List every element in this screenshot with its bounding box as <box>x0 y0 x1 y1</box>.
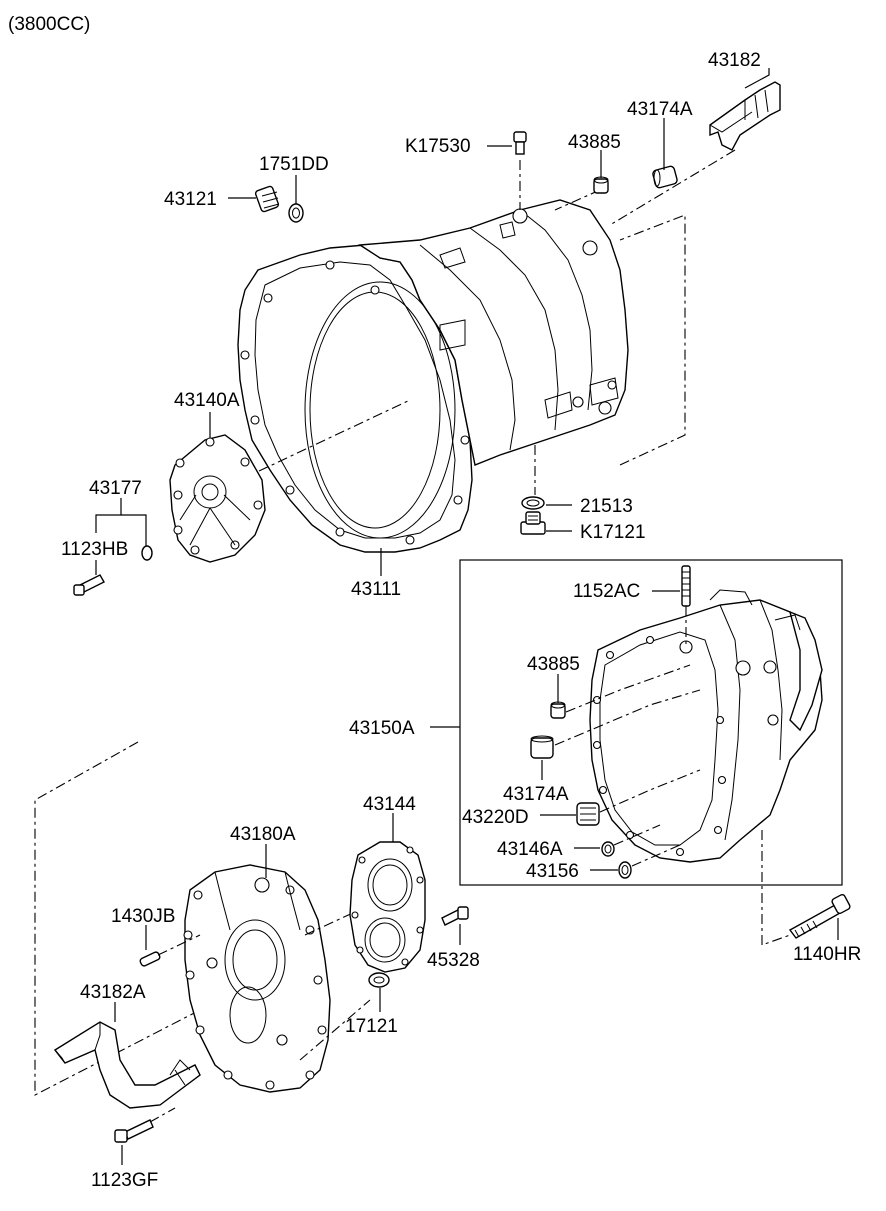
adapter-housing-43180A <box>183 864 331 1093</box>
gasket-43144 <box>349 841 426 973</box>
label-43146A: 43146A <box>497 839 563 860</box>
label-43140A: 43140A <box>174 390 240 411</box>
label-43220D: 43220D <box>462 807 529 828</box>
bracket-43182 <box>709 81 781 151</box>
label-43150A: 43150A <box>349 718 415 739</box>
label-43180A: 43180A <box>230 824 296 845</box>
label-K17530: K17530 <box>405 136 471 157</box>
label-1123GF: 1123GF <box>91 1170 158 1191</box>
leader-lines <box>95 68 839 1165</box>
label-43156: 43156 <box>526 861 579 882</box>
bushing-43885-top <box>593 176 609 194</box>
washer-43177 <box>141 545 153 561</box>
label-43177: 43177 <box>89 478 142 499</box>
bearing-43220D <box>576 802 600 826</box>
label-43174A-mid: 43174A <box>503 784 569 805</box>
label-1123HB: 1123HB <box>61 539 128 560</box>
breather-K17530 <box>513 131 527 155</box>
plug-K17121 <box>520 511 546 535</box>
gasket-1751DD <box>288 203 304 223</box>
label-1430JB: 1430JB <box>111 906 175 927</box>
label-17121: 17121 <box>345 1016 398 1037</box>
stud-1152AC <box>681 565 691 607</box>
transmission-housing-43111 <box>237 199 629 553</box>
part-labels: 43182 43174A K17530 43885 1751DD 43121 4… <box>61 50 861 1191</box>
assembly-box-43150A <box>459 559 843 886</box>
pin-1430JB <box>139 951 161 967</box>
label-1751DD: 1751DD <box>259 154 329 175</box>
screw-45328 <box>441 906 469 926</box>
bushing-43174A-mid <box>530 735 554 759</box>
label-45328: 45328 <box>427 950 480 971</box>
bolt-1123GF <box>114 1119 154 1143</box>
bushing-43174A-top <box>652 165 678 189</box>
cover-43140A <box>169 434 266 563</box>
label-43885-mid: 43885 <box>527 654 580 675</box>
label-K17121: K17121 <box>580 522 646 543</box>
label-43121: 43121 <box>164 189 217 210</box>
label-1140HR: 1140HR <box>793 944 861 965</box>
label-21513: 21513 <box>580 496 633 517</box>
bolt-1140HR <box>788 894 851 939</box>
extension-housing-43150A <box>589 589 823 863</box>
label-43885-top: 43885 <box>568 132 621 153</box>
engine-variant-label: (3800CC) <box>8 14 90 35</box>
bracket-43182A <box>53 1021 201 1109</box>
label-43182A: 43182A <box>80 982 146 1003</box>
label-1152AC: 1152AC <box>573 581 640 602</box>
seal-17121 <box>368 972 390 988</box>
label-43144: 43144 <box>363 794 416 815</box>
ring-43156 <box>618 861 632 879</box>
label-43111: 43111 <box>351 579 401 600</box>
gasket-21513 <box>521 496 545 510</box>
ring-43146A <box>601 841 615 857</box>
bushing-43885-mid <box>550 701 566 719</box>
label-43174A-top: 43174A <box>627 99 693 120</box>
bolt-1123HB <box>73 574 105 596</box>
label-43182: 43182 <box>708 50 761 71</box>
plug-43121 <box>254 185 280 213</box>
